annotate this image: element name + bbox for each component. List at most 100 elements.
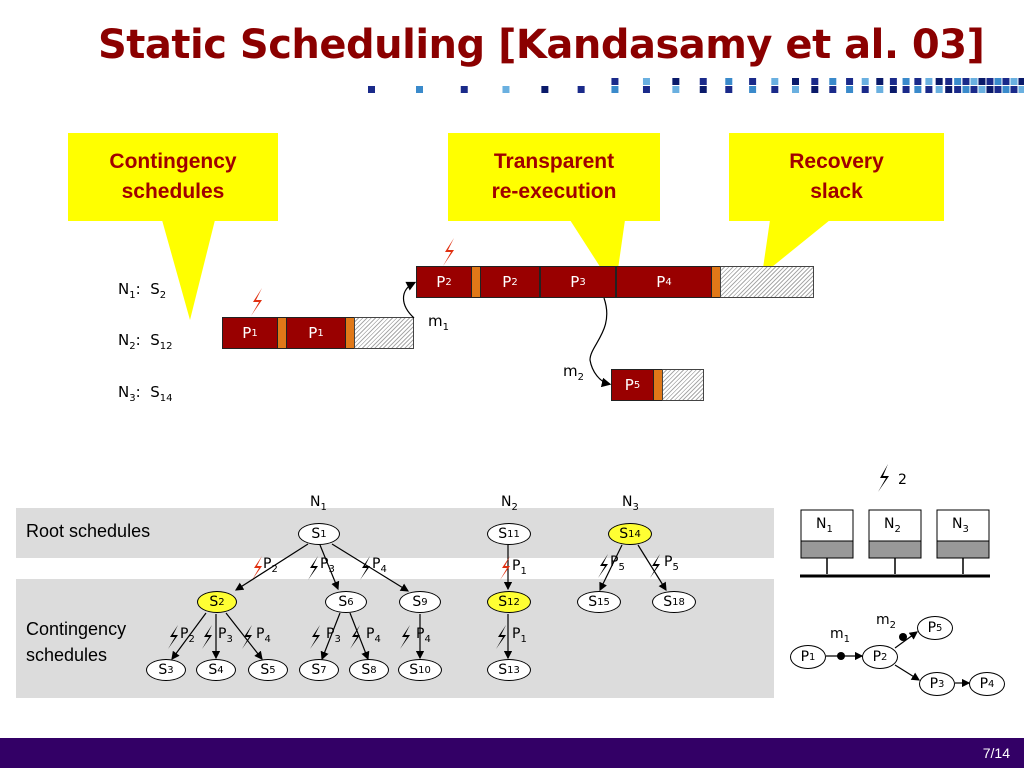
arch-node-n3-label: N3 xyxy=(952,516,969,535)
contingency-schedules-band xyxy=(16,579,774,698)
decorative-square xyxy=(811,86,819,93)
arch-node-n1-label: N1 xyxy=(816,516,833,535)
edge-label: P2 xyxy=(263,556,278,575)
lightning-icon xyxy=(360,556,370,580)
lightning-icon xyxy=(350,625,360,649)
edge-label: P1 xyxy=(512,626,527,645)
column-head-n2: N2 xyxy=(501,494,518,513)
fault-count: 2 xyxy=(898,472,907,488)
decorative-square xyxy=(829,86,837,93)
lightning-icon xyxy=(500,556,510,580)
decorative-square xyxy=(811,78,819,85)
decorative-square xyxy=(749,86,757,93)
decorative-square xyxy=(954,78,962,85)
root-schedules-label: Root schedules xyxy=(26,521,151,541)
page-title: Static Scheduling [Kandasamy et al. 03] xyxy=(98,22,985,68)
decorative-square xyxy=(672,78,680,85)
decorative-square xyxy=(846,78,854,85)
decorative-square xyxy=(914,78,922,85)
processing-node-n2 xyxy=(868,509,922,559)
message-m2-label: m2 xyxy=(563,362,584,383)
lightning-icon xyxy=(252,556,262,580)
decorative-square xyxy=(902,86,910,93)
fault-lightning-icon xyxy=(443,238,454,266)
decorative-square xyxy=(611,86,619,93)
decorative-square xyxy=(611,78,619,85)
message-m1-dot xyxy=(837,652,845,660)
decorative-square xyxy=(962,86,970,93)
process-message-m2: m2 xyxy=(876,612,897,631)
message-m2-arrow xyxy=(589,297,612,388)
decorative-square xyxy=(889,86,897,93)
lightning-icon xyxy=(400,625,410,649)
fault-lightning-icon xyxy=(878,464,889,492)
decorative-square xyxy=(792,86,800,93)
decorative-square xyxy=(876,86,884,93)
recovery-overhead-n1b xyxy=(346,317,354,349)
arch-node-n2-label: N2 xyxy=(884,516,901,535)
decorative-square xyxy=(876,78,884,85)
decorative-square xyxy=(861,78,869,85)
node-schedule-n2: N2: S12 xyxy=(118,331,173,352)
decorative-square xyxy=(954,86,962,93)
contingency-callout-tail xyxy=(100,220,215,320)
decorative-square xyxy=(994,78,1002,85)
decorative-square xyxy=(792,78,800,85)
lightning-icon xyxy=(202,625,212,649)
message-m1-label: m1 xyxy=(428,312,449,333)
decorative-square xyxy=(902,78,910,85)
decorative-square xyxy=(925,78,933,85)
slack-n3 xyxy=(662,369,704,401)
decorative-square xyxy=(1018,86,1024,93)
message-m2-dot xyxy=(899,633,907,641)
decorative-square xyxy=(541,86,549,93)
timeline-overlays xyxy=(251,238,612,388)
decorative-square xyxy=(672,86,680,93)
decorative-square xyxy=(986,78,994,85)
recovery-callout-tail xyxy=(762,220,830,275)
decorative-square xyxy=(699,86,707,93)
processing-node-n1 xyxy=(800,509,854,559)
edge-label: P3 xyxy=(326,626,341,645)
edge-label: P4 xyxy=(416,626,431,645)
column-head-n1: N1 xyxy=(310,494,327,513)
slack-n1 xyxy=(354,317,414,349)
slack-n2 xyxy=(720,266,814,298)
edge-label: P3 xyxy=(218,626,233,645)
decorative-square xyxy=(925,86,933,93)
decorative-square xyxy=(978,78,986,85)
decorative-square xyxy=(460,86,468,93)
page-number: 7/14 xyxy=(982,745,1010,761)
decorative-square xyxy=(889,78,897,85)
node-schedule-n1: N1: S2 xyxy=(118,280,167,301)
process-message-m1: m1 xyxy=(830,626,851,645)
edge-label: P4 xyxy=(372,556,387,575)
lightning-icon xyxy=(168,625,178,649)
decorative-square xyxy=(935,78,943,85)
